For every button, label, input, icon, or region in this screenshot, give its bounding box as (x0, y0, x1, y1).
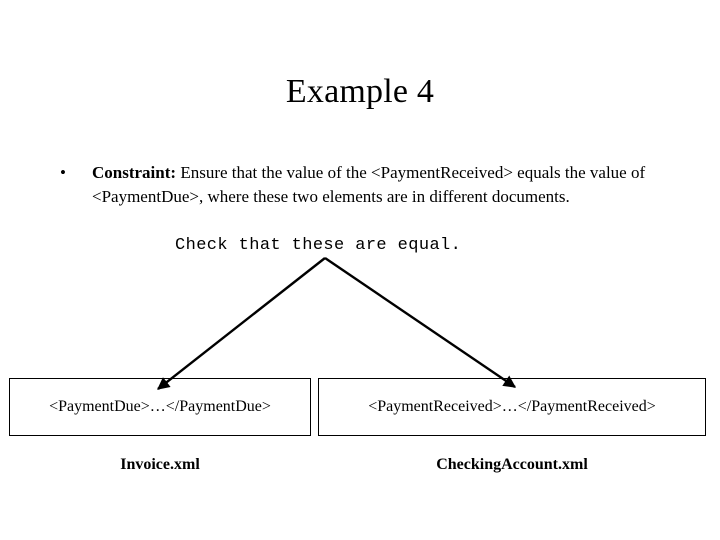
bullet-icon: • (60, 163, 66, 182)
arrow-to-payment-due (157, 257, 326, 390)
constraint-label: Constraint: (92, 163, 177, 182)
arrow-to-payment-received (324, 257, 517, 388)
document-box-invoice: <PaymentDue>…</PaymentDue> (9, 378, 311, 436)
document-box-checking-account: <PaymentReceived>…</PaymentReceived> (318, 378, 706, 436)
bullet-list: • Constraint: Ensure that the value of t… (56, 161, 666, 209)
file-name-invoice: Invoice.xml (120, 456, 200, 473)
bullet-item-label: Constraint: Ensure that the value of the… (92, 161, 666, 209)
file-name-checking-account: CheckingAccount.xml (436, 456, 588, 473)
list-item: • Constraint: Ensure that the value of t… (56, 161, 666, 209)
payment-received-element-text: <PaymentReceived>…</PaymentReceived> (368, 398, 656, 415)
constraint-line-3: documents. (491, 187, 570, 207)
page-title: Example 4 (285, 73, 435, 110)
constraint-line-2: the value of <PaymentDue>, where these t… (92, 163, 646, 207)
constraint-line-1: Ensure that the value of the <PaymentRec… (176, 163, 561, 182)
payment-due-element-text: <PaymentDue>…</PaymentDue> (49, 398, 271, 415)
check-equal-annotation: Check that these are equal. (175, 236, 462, 255)
